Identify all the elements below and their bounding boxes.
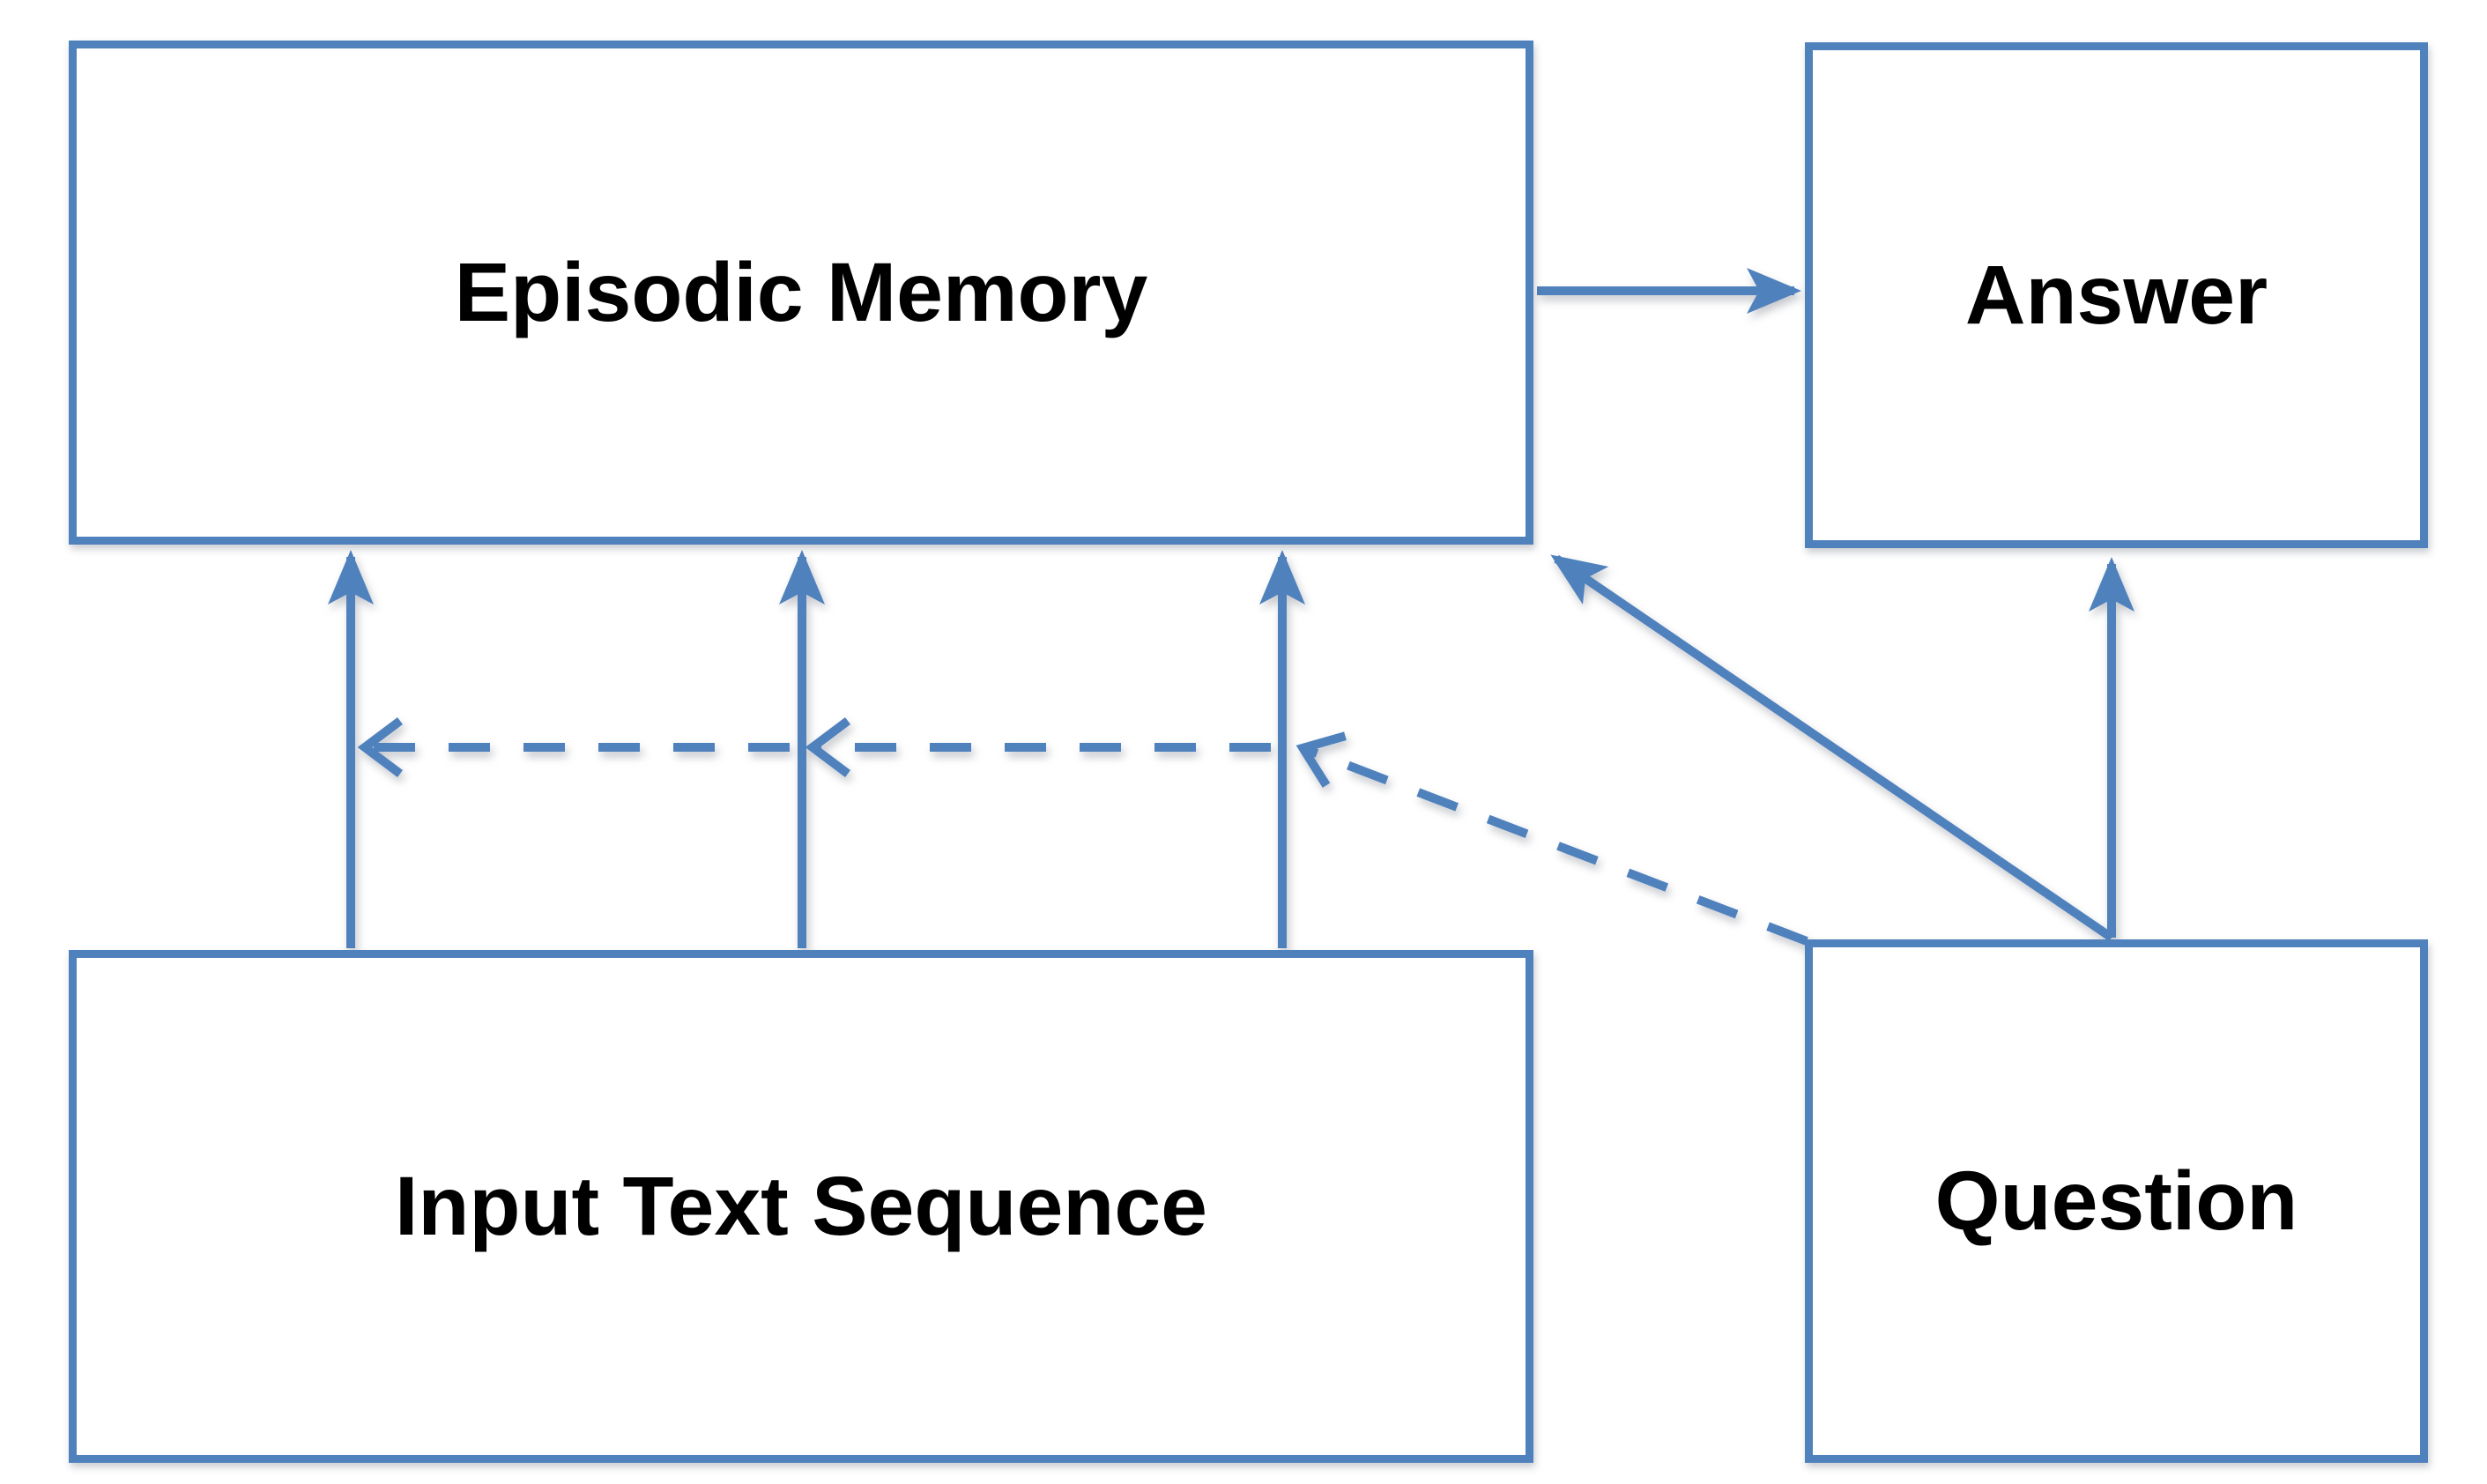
node-answer-label: Answer <box>1964 248 2268 342</box>
node-answer: Answer <box>1805 42 2428 548</box>
node-question-label: Question <box>1934 1154 2298 1248</box>
node-episodic-memory-label: Episodic Memory <box>454 245 1148 339</box>
node-question: Question <box>1805 939 2428 1463</box>
arrow-question-to-episodic-memory <box>1550 554 2114 942</box>
arrow-question-feedback-to-pass-3 <box>1295 731 1808 946</box>
node-input-text-sequence: Input Text Sequence <box>69 950 1533 1463</box>
node-episodic-memory: Episodic Memory <box>69 41 1533 545</box>
node-input-text-sequence-label: Input Text Sequence <box>395 1159 1207 1253</box>
